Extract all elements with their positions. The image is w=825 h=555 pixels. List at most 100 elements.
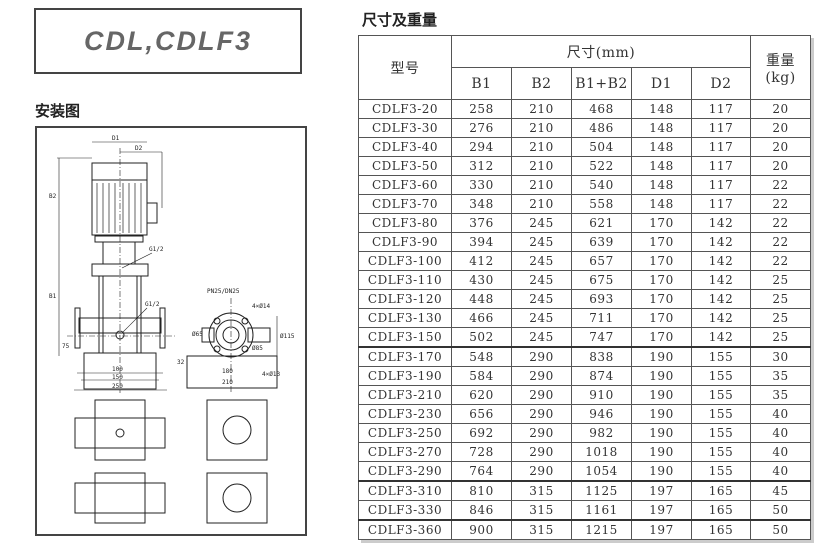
table-cell: 315 <box>511 480 572 501</box>
table-cell: CDLF3-60 <box>358 175 452 195</box>
table-cell: 584 <box>451 366 512 386</box>
table-cell: 910 <box>571 385 632 405</box>
table-cell: 20 <box>750 137 811 157</box>
table-cell: 142 <box>691 232 751 252</box>
table-cell: CDLF3-230 <box>358 404 452 424</box>
table-cell: 245 <box>511 308 572 328</box>
table-cell: 348 <box>451 194 512 214</box>
header-d2: D2 <box>691 67 751 100</box>
table-cell: 639 <box>571 232 632 252</box>
label-h75: 75 <box>62 343 70 350</box>
table-cell: 165 <box>691 500 751 521</box>
table-cell: CDLF3-40 <box>358 137 452 157</box>
table-cell: CDLF3-170 <box>358 346 452 367</box>
table-cell: 170 <box>631 213 692 233</box>
header-dims: 尺寸(mm) <box>451 35 751 68</box>
table-cell: 170 <box>631 308 692 328</box>
table-cell: 22 <box>750 213 811 233</box>
table-cell: 40 <box>750 404 811 424</box>
table-cell: 1018 <box>571 442 632 462</box>
table-cell: 165 <box>691 480 751 501</box>
label-b2: B2 <box>49 193 57 200</box>
table-cell: 448 <box>451 289 512 309</box>
table-cell: 20 <box>750 118 811 138</box>
table-cell: CDLF3-20 <box>358 99 452 119</box>
table-cell: 25 <box>750 270 811 290</box>
table-cell: 190 <box>631 442 692 462</box>
table-cell: CDLF3-90 <box>358 232 452 252</box>
table-cell: 142 <box>691 270 751 290</box>
table-cell: 35 <box>750 366 811 386</box>
table-cell: 874 <box>571 366 632 386</box>
label-d65: Ø65 <box>192 331 203 338</box>
table-cell: 142 <box>691 308 751 328</box>
table-cell: 657 <box>571 251 632 271</box>
table-cell: 155 <box>691 385 751 405</box>
table-cell: 245 <box>511 213 572 233</box>
table-cell: 412 <box>451 251 512 271</box>
table-cell: 190 <box>631 366 692 386</box>
table-cell: 558 <box>571 194 632 214</box>
table-cell: 170 <box>631 270 692 290</box>
header-b1b2: B1+B2 <box>571 67 632 100</box>
table-cell: CDLF3-100 <box>358 251 452 271</box>
table-cell: 946 <box>571 404 632 424</box>
table-cell: 1215 <box>571 519 632 540</box>
label-d1: D1 <box>112 135 120 142</box>
table-heading: 尺寸及重量 <box>362 11 438 29</box>
table-cell: 290 <box>511 442 572 462</box>
table-cell: 210 <box>511 194 572 214</box>
table-cell: 312 <box>451 156 512 176</box>
table-cell: 117 <box>691 194 751 214</box>
table-cell: 22 <box>750 175 811 195</box>
table-cell: 747 <box>571 327 632 348</box>
table-cell: 25 <box>750 327 811 348</box>
table-cell: 693 <box>571 289 632 309</box>
dimensions-table: 型号 尺寸(mm) 重量 (kg) B1 B2 B1+B2 D1 D2 CDLF… <box>358 35 811 540</box>
table-cell: 290 <box>511 461 572 482</box>
table-cell: 245 <box>511 270 572 290</box>
table-cell: 210 <box>511 118 572 138</box>
table-cell: 148 <box>631 156 692 176</box>
table-cell: 548 <box>451 346 512 367</box>
table-cell: 155 <box>691 346 751 367</box>
header-b2: B2 <box>511 67 572 100</box>
table-cell: CDLF3-250 <box>358 423 452 443</box>
label-holes13: 4×Ø13 <box>262 371 280 378</box>
table-cell: 117 <box>691 99 751 119</box>
table-cell: CDLF3-290 <box>358 461 452 482</box>
label-d85: Ø85 <box>252 345 263 352</box>
product-title-box: CDL,CDLF3 <box>34 8 302 74</box>
table-cell: 155 <box>691 442 751 462</box>
table-cell: 466 <box>451 308 512 328</box>
table-cell: 155 <box>691 366 751 386</box>
table-cell: 148 <box>631 194 692 214</box>
table-cell: 25 <box>750 308 811 328</box>
table-cell: 148 <box>631 99 692 119</box>
table-cell: 290 <box>511 366 572 386</box>
product-title: CDL,CDLF3 <box>84 25 252 56</box>
header-d1: D1 <box>631 67 692 100</box>
table-cell: 155 <box>691 404 751 424</box>
table-cell: CDLF3-190 <box>358 366 452 386</box>
table-cell: 170 <box>631 289 692 309</box>
table-cell: 20 <box>750 156 811 176</box>
table-cell: 22 <box>750 232 811 252</box>
table-cell: CDLF3-150 <box>358 327 452 348</box>
table-cell: 258 <box>451 99 512 119</box>
label-h32: 32 <box>177 359 185 366</box>
table-cell: 245 <box>511 289 572 309</box>
table-cell: 245 <box>511 232 572 252</box>
table-cell: 692 <box>451 423 512 443</box>
table-cell: 40 <box>750 461 811 482</box>
table-cell: 675 <box>571 270 632 290</box>
table-cell: 504 <box>571 137 632 157</box>
header-weight: 重量 (kg) <box>750 35 811 100</box>
